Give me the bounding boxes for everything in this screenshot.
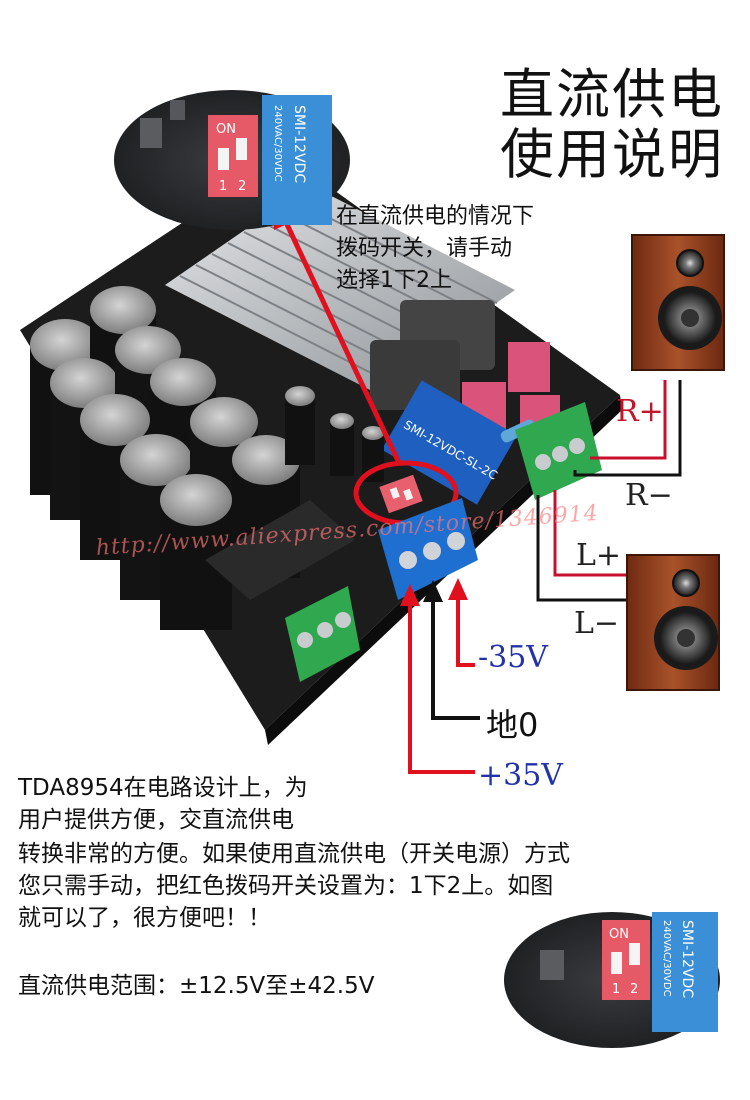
film-capacitor <box>508 342 550 392</box>
pointer-arrow <box>281 216 403 467</box>
switch-1-label: 1 <box>219 179 227 194</box>
instruction-line-2: 拨码开关，请手动 <box>336 236 513 261</box>
switch-2-label: 2 <box>238 179 246 194</box>
power-arrows <box>400 578 480 774</box>
label-minus-35v: -35V <box>478 640 548 675</box>
switch-2-label: 2 <box>630 982 638 997</box>
label-l-plus: L+ <box>576 538 622 573</box>
relay-rating-label: 240VAC/30VDC <box>272 105 283 182</box>
label-ground: 地0 <box>486 706 539 744</box>
switch-on-label: ON <box>216 122 236 137</box>
label-plus-35v: +35V <box>478 758 563 793</box>
capacitor <box>330 413 354 476</box>
description-line-3: 转换非常的方便。如果使用直流供电（开关电源）方式 <box>18 841 570 867</box>
speaker-bottom <box>626 554 720 691</box>
dip-switch <box>379 474 423 514</box>
label-r-minus: R− <box>625 478 673 513</box>
title-line-1: 直流供电 <box>500 63 724 126</box>
dc-range: 直流供电范围：±12.5V至±42.5V <box>18 973 375 999</box>
relay-model-label: SMI-12VDC <box>291 105 307 183</box>
heat-plate <box>205 500 355 600</box>
magnifier-bottom: ON 1 2 SMI-12VDC 240VAC/30VDC <box>504 912 720 1048</box>
title-line-2: 使用说明 <box>500 123 724 186</box>
relay-rating-label: 240VAC/30VDC <box>661 920 672 997</box>
description-line-4: 您只需手动，把红色拨码开关设置为：1下2上。如图 <box>18 873 554 899</box>
description-line-1: TDA8954在电路设计上，为 <box>18 775 308 801</box>
instruction-line-3: 选择1下2上 <box>336 268 452 293</box>
description-line-2: 用户提供方便，交直流供电 <box>18 807 294 833</box>
arrow-ground <box>431 585 480 720</box>
switch-1-label: 1 <box>612 982 620 997</box>
wire-l-plus <box>553 490 640 577</box>
arrow-minus-35v <box>456 585 475 667</box>
arrow-plus-35v <box>408 590 475 774</box>
electrolytic-capacitors <box>30 286 384 630</box>
speaker-top <box>631 234 725 371</box>
capacitor <box>285 386 315 465</box>
wire-l-minus <box>536 495 640 602</box>
instruction-line-1: 在直流供电的情况下 <box>336 204 535 229</box>
relay: SMI-12VDC-SL-2C <box>381 380 517 505</box>
description-line-5: 就可以了，很方便吧！！ <box>18 905 271 931</box>
switch-on-label: ON <box>609 927 629 942</box>
speaker-wires <box>536 380 682 602</box>
label-l-minus: L− <box>574 606 620 641</box>
label-r-plus: R+ <box>616 394 664 429</box>
wire-r-minus <box>573 380 682 477</box>
magnifier-top: ON 1 2 SMI-12VDC 240VAC/30VDC <box>114 90 350 230</box>
relay-model-label: SMI-12VDC <box>679 920 695 998</box>
wire-r-plus <box>590 380 667 460</box>
